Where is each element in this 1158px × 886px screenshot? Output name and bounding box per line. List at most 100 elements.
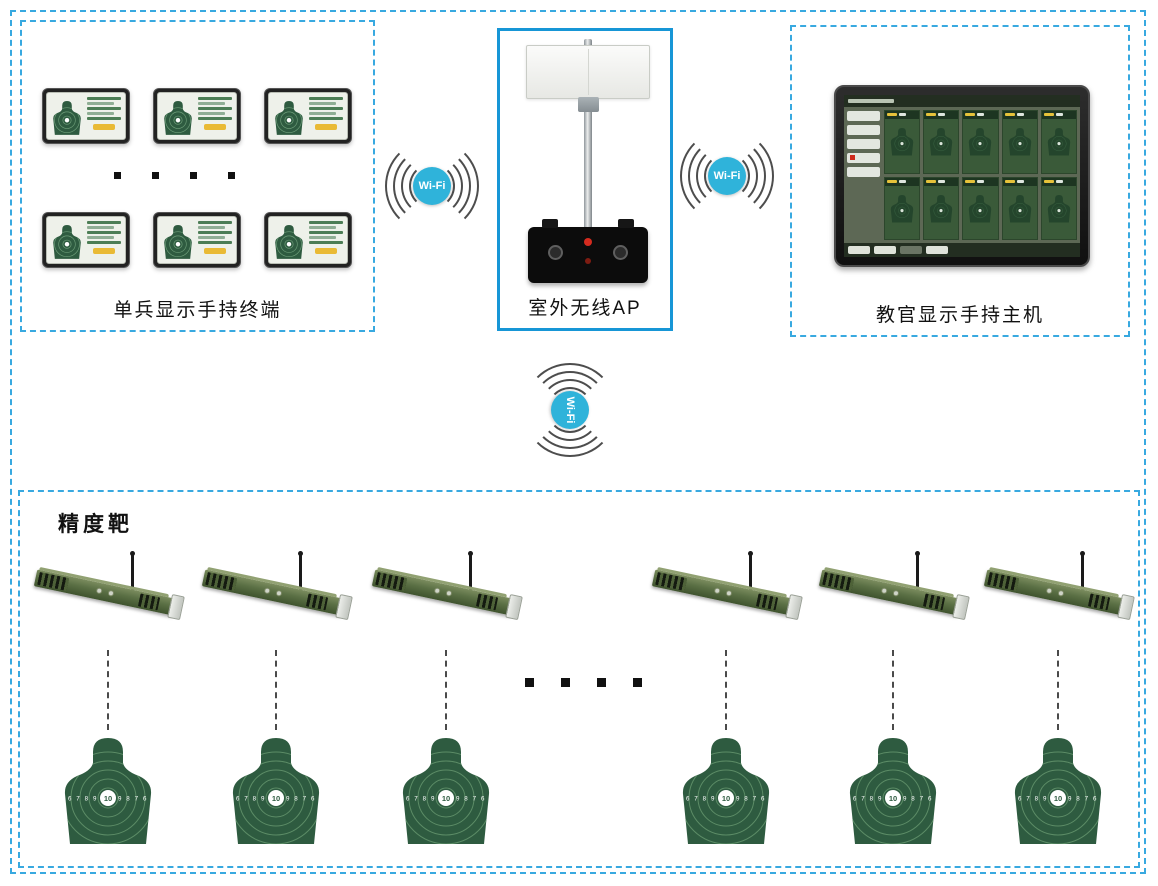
ring-numbers-left: 6 7 8 9 [68,796,98,803]
terminal-score-rows [196,93,236,139]
mini-target-icon [275,101,303,135]
terminal-score-rows [307,93,347,139]
target-card [962,176,999,240]
target-bar-device [817,551,970,642]
titlebar-text [848,99,894,103]
instructor-tablet [834,85,1090,267]
terminal-score-rows [196,217,236,263]
terminal-screen [157,92,237,140]
wifi-wave-icon [680,129,774,223]
wifi-wave-icon [385,139,479,233]
handheld-terminal [42,88,130,144]
instructor-box: 教官显示手持主机 [790,25,1130,337]
bar-body [983,569,1135,621]
wifi-link-terminals-ap: Wi-Fi [357,139,507,233]
silhouette-target: 6 7 8 9 10 9 8 7 6 [232,738,320,844]
bar-body [371,569,523,621]
silhouette-target: 6 7 8 9 10 9 8 7 6 [682,738,770,844]
ring-numbers-right: 9 8 7 6 [1068,796,1098,803]
target-card [923,110,960,174]
target-card [884,176,921,240]
bar-body [33,569,185,621]
target-bar-device [982,551,1135,642]
ring-number-ten: 10 [104,794,112,803]
antenna-icon [915,551,920,598]
target-card [962,110,999,174]
antenna-icon [1080,551,1085,598]
target-card [884,110,921,174]
screen-titlebar [844,95,1080,107]
antenna-icon [298,551,303,598]
ring-number-ten: 10 [442,794,450,803]
sidebar-button [847,167,880,177]
terminal-group-label: 单兵显示手持终端 [113,300,282,321]
screen-sidebar [847,111,880,239]
terminal-score-rows [85,93,125,139]
target-bar-device [370,551,523,642]
target-card [923,176,960,240]
target-card-grid [884,110,1077,240]
ring-numbers-left: 6 7 8 9 [1018,796,1048,803]
wifi-link-ap-targets: Wi-Fi [523,335,617,485]
toolbar-button [926,246,948,254]
wifi-icon: Wi-Fi [413,167,451,205]
terminal-screen [46,92,126,140]
ellipsis-dots [114,172,235,179]
bar-body [201,569,353,621]
silhouette-target: 6 7 8 9 10 9 8 7 6 [64,738,152,844]
ap-box: 室外无线AP [497,28,673,331]
ring-numbers-left: 6 7 8 9 [406,796,436,803]
ring-number-ten: 10 [722,794,730,803]
target-bar-device [650,551,803,642]
toolbar-button [848,246,870,254]
ring-number-ten: 10 [1054,794,1062,803]
terminal-score-rows [85,217,125,263]
connection-line [892,650,894,730]
antenna-icon [468,551,473,598]
connection-line [275,650,277,730]
silhouette-target: 6 7 8 9 10 9 8 7 6 [402,738,490,844]
silhouette-target: 6 7 8 9 10 9 8 7 6 [849,738,937,844]
sidebar-button [847,125,880,135]
terminal-group-box: 单兵显示手持终端 [20,20,375,332]
ring-numbers-right: 9 8 7 6 [903,796,933,803]
bar-body [818,569,970,621]
port-icon [613,245,628,260]
ring-numbers-right: 9 8 7 6 [736,796,766,803]
ring-numbers-left: 6 7 8 9 [236,796,266,803]
ring-number-ten: 10 [889,794,897,803]
ring-numbers-right: 9 8 7 6 [456,796,486,803]
precision-target-label: 精度靶 [58,513,133,536]
outer-dashed-frame [10,10,1146,874]
wifi-link-ap-instructor: Wi-Fi [652,129,802,223]
connection-line [725,650,727,730]
instructor-label: 教官显示手持主机 [875,305,1044,326]
ap-antenna-panel [526,45,650,99]
ring-number-ten: 10 [272,794,280,803]
screen-toolbar [844,243,1080,257]
ring-numbers-left: 6 7 8 9 [686,796,716,803]
sidebar-button [847,139,880,149]
terminal-screen [268,216,348,264]
port-icon [548,245,563,260]
target-bar-device [32,551,185,642]
ap-device-box [528,219,648,283]
connection-line [445,650,447,730]
connection-line [1057,650,1059,730]
antenna-icon [130,551,135,598]
ap-mount-bracket [578,97,599,112]
targets-box: 精度靶 [18,490,1140,868]
connection-line [107,650,109,730]
ap-label: 室外无线AP [528,298,642,319]
mini-target-icon [164,101,192,135]
ring-numbers-right: 9 8 7 6 [118,796,148,803]
ring-numbers-right: 9 8 7 6 [286,796,316,803]
instructor-screen [844,95,1080,257]
terminal-screen [157,216,237,264]
mini-target-icon [53,225,81,259]
power-led-icon [584,238,592,246]
antenna-connector-icon [542,219,558,228]
wifi-icon: Wi-Fi [708,157,746,195]
bar-body [651,569,803,621]
